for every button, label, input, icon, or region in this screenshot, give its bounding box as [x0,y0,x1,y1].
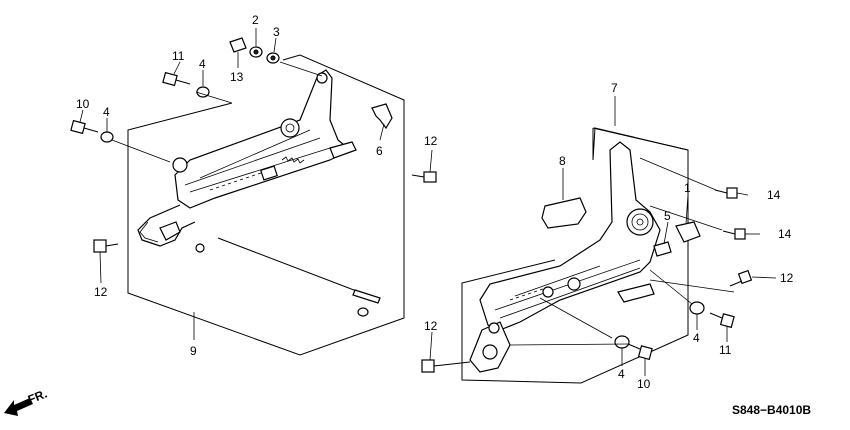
left-assembly-frame [127,54,405,356]
callout-12: 12 [424,319,438,333]
left-release-rod [217,237,381,317]
callout-4: 4 [618,367,625,381]
callout-6: 6 [376,144,383,158]
right-seat-track [469,141,661,373]
callout-4: 4 [103,105,110,119]
callout-14: 14 [778,227,792,241]
callout-5: 5 [664,209,671,223]
callout-1: 1 [684,181,691,195]
callout-10: 10 [76,97,90,111]
callout-2: 2 [252,13,259,27]
callout-13: 13 [230,70,244,84]
callout-10: 10 [637,377,651,391]
front-direction-indicator: FR. [4,387,49,416]
callout-11: 11 [172,49,185,63]
right-assembly-frame [461,127,689,384]
front-arrow-icon [4,398,33,416]
left-release-handle [137,204,205,253]
callout-3: 3 [273,25,280,39]
callout-12: 12 [94,285,108,299]
front-label: FR. [26,387,49,407]
callout-9: 9 [190,344,197,358]
left-seat-track [172,69,357,209]
callout-8: 8 [559,154,566,168]
left-leaders [79,28,433,340]
callout-14: 14 [767,188,781,202]
right-fasteners [421,187,753,373]
callout-labels: 2 3 13 11 4 10 4 6 12 12 9 7 8 1 14 14 5… [76,13,794,391]
diagram-code: S848−B4010B [732,403,811,417]
callout-12: 12 [424,134,438,148]
right-leaders [429,96,777,376]
callout-11: 11 [719,343,732,357]
callout-7: 7 [611,81,618,95]
callout-4: 4 [693,331,700,345]
callout-4: 4 [199,57,206,71]
callout-12: 12 [780,271,794,285]
